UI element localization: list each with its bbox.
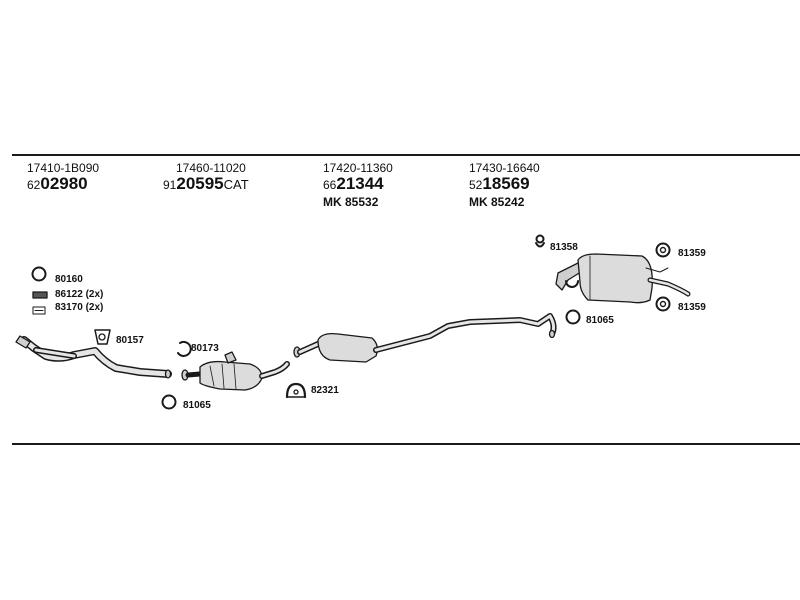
accessory-81065-left[interactable]: 81065 bbox=[183, 400, 211, 411]
oe-number: 17410-1B090 bbox=[27, 161, 100, 175]
part-prefix: 91 bbox=[163, 178, 177, 192]
catalytic-converter bbox=[181, 351, 290, 391]
part-number[interactable]: 5218569 bbox=[469, 175, 540, 194]
o-ring-icon bbox=[161, 394, 177, 410]
o-ring-icon bbox=[565, 309, 581, 325]
bolt-icon bbox=[535, 234, 545, 248]
o-ring-icon bbox=[655, 242, 671, 258]
gasket-icon bbox=[94, 329, 111, 345]
mounting-kit[interactable]: MK 85532 bbox=[323, 195, 379, 209]
accessory-81358[interactable]: 81358 bbox=[550, 242, 578, 253]
part-main: 21344 bbox=[336, 174, 384, 193]
rear-silencer bbox=[555, 253, 691, 304]
part-group-front-pipe: 17410-1B090 6202980 bbox=[27, 161, 99, 194]
oe-number: 17420-11360 bbox=[323, 161, 393, 175]
part-prefix: 66 bbox=[323, 178, 337, 192]
part-number[interactable]: 9120595CAT bbox=[163, 175, 249, 194]
part-group-catalyst: 17460-11020 9120595CAT bbox=[163, 161, 249, 194]
part-main: 18569 bbox=[482, 174, 530, 193]
accessory-86122[interactable]: 86122 (2x) bbox=[55, 289, 104, 300]
oe-number: 17430-16640 bbox=[469, 161, 540, 175]
part-prefix: 52 bbox=[469, 178, 483, 192]
accessory-81359-top[interactable]: 81359 bbox=[678, 248, 706, 259]
part-group-rear-silencer: 17430-16640 5218569 MK 85242 bbox=[469, 161, 540, 210]
front-pipe bbox=[15, 335, 172, 379]
accessory-82321[interactable]: 82321 bbox=[311, 385, 339, 396]
part-main: 20595 bbox=[176, 174, 224, 193]
accessory-81359-bottom[interactable]: 81359 bbox=[678, 302, 706, 313]
mounting-kit[interactable]: MK 85242 bbox=[469, 195, 525, 209]
clamp-icon bbox=[177, 340, 192, 357]
o-ring-icon bbox=[31, 266, 47, 282]
part-number[interactable]: 6202980 bbox=[27, 175, 99, 194]
gasket-icon bbox=[32, 306, 46, 315]
part-suffix: CAT bbox=[223, 177, 249, 192]
accessory-81065-right[interactable]: 81065 bbox=[586, 315, 614, 326]
rubber-hanger-icon bbox=[285, 382, 307, 399]
bottom-divider bbox=[12, 443, 800, 445]
o-ring-icon bbox=[655, 296, 671, 312]
part-number[interactable]: 6621344 bbox=[323, 175, 393, 194]
oe-number: 17460-11020 bbox=[176, 161, 246, 175]
top-divider bbox=[12, 154, 800, 156]
middle-silencer bbox=[293, 313, 557, 363]
accessory-80173[interactable]: 80173 bbox=[191, 343, 219, 354]
accessory-80157[interactable]: 80157 bbox=[116, 335, 144, 346]
part-prefix: 62 bbox=[27, 178, 41, 192]
accessory-80160[interactable]: 80160 bbox=[55, 274, 83, 285]
bolt-icon bbox=[32, 291, 48, 299]
accessory-83170[interactable]: 83170 (2x) bbox=[55, 302, 104, 313]
part-main: 02980 bbox=[40, 174, 88, 193]
part-group-middle-silencer: 17420-11360 6621344 MK 85532 bbox=[323, 161, 393, 210]
